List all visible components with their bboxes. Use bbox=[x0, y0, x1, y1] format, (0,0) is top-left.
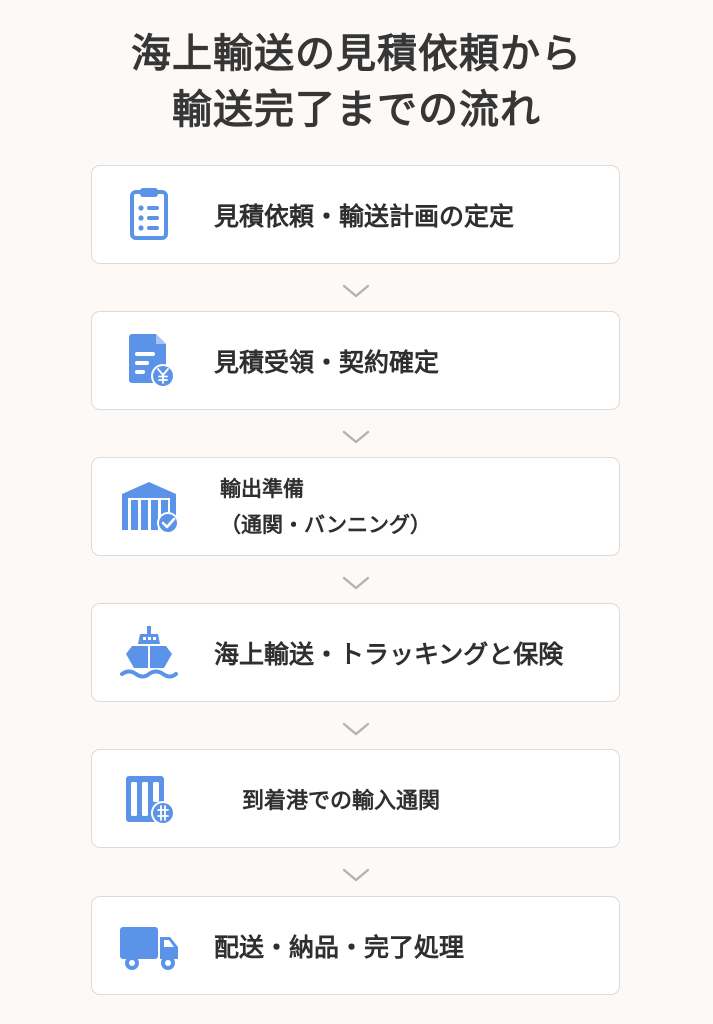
invoice-yen-icon bbox=[118, 332, 180, 390]
truck-icon bbox=[118, 917, 180, 975]
chevron-down-icon bbox=[342, 283, 370, 299]
step-label: 輸出準備 （通関・バンニング） bbox=[220, 458, 431, 555]
chevron-down-icon bbox=[342, 575, 370, 591]
page-title-line2: 輸送完了までの流れ bbox=[172, 87, 541, 133]
step-card-ocean-transport: 海上輸送・トラッキングと保険 bbox=[91, 603, 620, 702]
step-card-import-customs: 到着港での輸入通関 bbox=[91, 749, 620, 848]
chevron-down-icon bbox=[342, 429, 370, 445]
container-customs-icon bbox=[118, 770, 180, 828]
ship-icon bbox=[118, 624, 180, 682]
step-card-contract: 見積受領・契約確定 bbox=[91, 311, 620, 410]
page-title-line1: 海上輸送の見積依頼から bbox=[131, 31, 582, 77]
step-card-export-prep: 輸出準備 （通関・バンニング） bbox=[91, 457, 620, 556]
step-card-quote-request: 見積依頼・輸送計画の定定 bbox=[91, 165, 620, 264]
step-card-delivery: 配送・納品・完了処理 bbox=[91, 896, 620, 995]
clipboard-icon bbox=[118, 186, 180, 244]
warehouse-check-icon bbox=[118, 478, 180, 536]
chevron-down-icon bbox=[342, 867, 370, 883]
step-label: 見積受領・契約確定 bbox=[214, 347, 440, 377]
step-label: 配送・納品・完了処理 bbox=[214, 932, 465, 962]
step-label: 海上輸送・トラッキングと保険 bbox=[214, 639, 564, 669]
step-label-line1: 輸出準備 bbox=[220, 476, 304, 501]
page-title: 海上輸送の見積依頼から 輸送完了までの流れ bbox=[0, 26, 713, 138]
step-label: 到着港での輸入通関 bbox=[242, 788, 441, 814]
step-label: 見積依頼・輸送計画の定定 bbox=[214, 201, 515, 231]
chevron-down-icon bbox=[342, 721, 370, 737]
step-label-line2: （通関・バンニング） bbox=[220, 512, 432, 537]
